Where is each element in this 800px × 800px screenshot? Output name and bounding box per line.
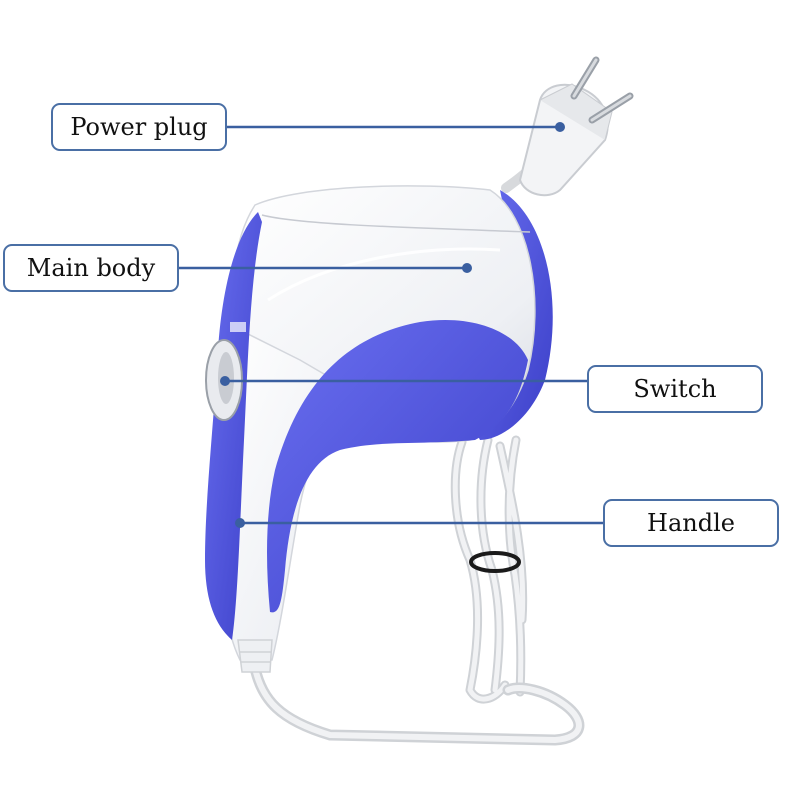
power-plug bbox=[518, 56, 634, 197]
leader-lines bbox=[179, 122, 603, 528]
label-switch: Switch bbox=[587, 365, 763, 413]
leader-dot-handle bbox=[235, 518, 245, 528]
cable-tie bbox=[469, 551, 521, 573]
main-body bbox=[205, 185, 553, 673]
label-main-body: Main body bbox=[3, 244, 179, 292]
leader-dot-switch bbox=[220, 376, 230, 386]
leader-dot-power-plug bbox=[555, 122, 565, 132]
label-handle: Handle bbox=[603, 499, 779, 547]
label-power-plug: Power plug bbox=[51, 103, 227, 151]
leader-dot-main-body bbox=[462, 263, 472, 273]
